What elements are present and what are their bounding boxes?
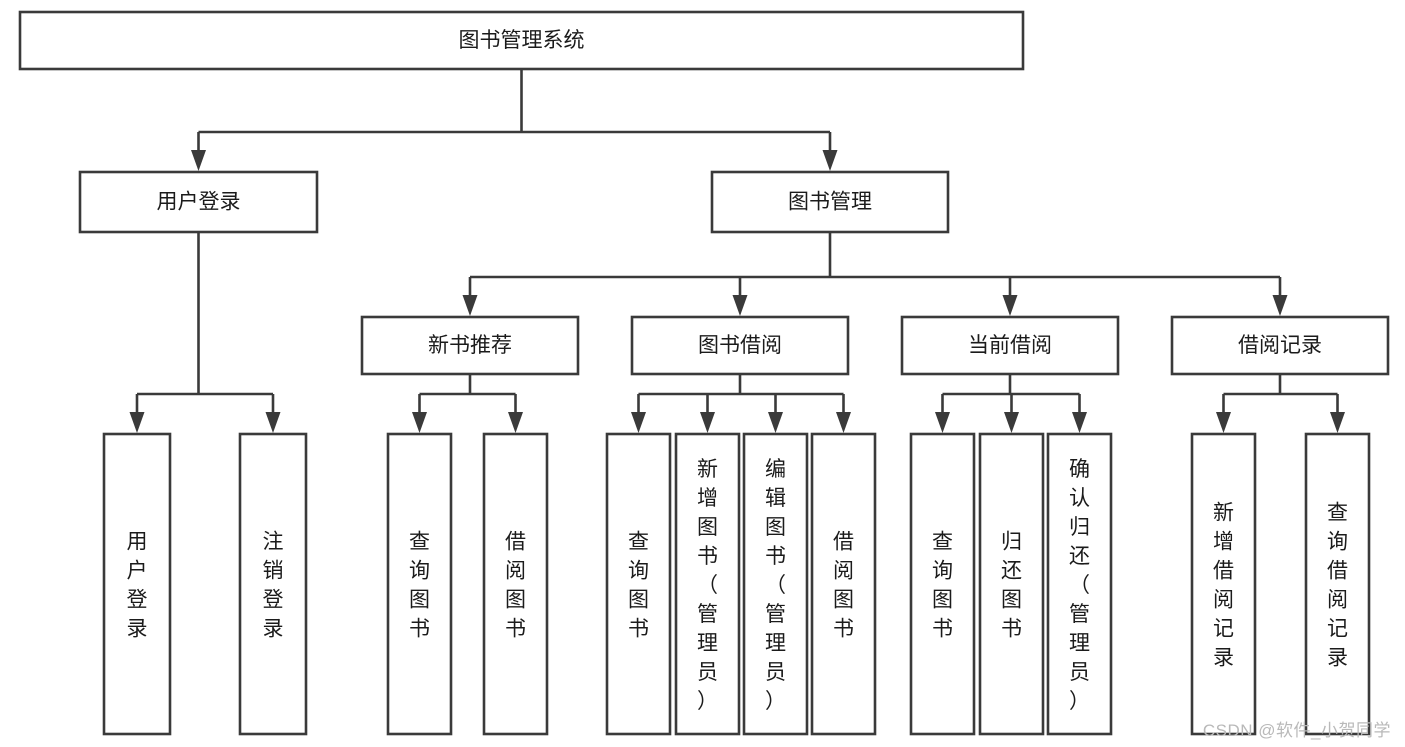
node-box-user-login[interactable]	[78, 170, 319, 234]
node-label-leaf-borrow-book-2: 借阅图书	[833, 531, 854, 641]
node-leaf-return-book[interactable]: 归还图书	[978, 432, 1045, 736]
arrow-head-icon	[508, 412, 523, 433]
connector-group-borrow-record	[1216, 374, 1345, 433]
node-label-leaf-confirm-return: 确认归还（管理员）	[1069, 458, 1090, 713]
node-label-book-borrow: 图书借阅	[698, 334, 782, 357]
arrow-head-icon	[1002, 295, 1018, 316]
node-box-leaf-edit-book[interactable]	[742, 432, 809, 736]
node-current-borrow[interactable]: 当前借阅	[900, 315, 1120, 376]
node-box-new-book-recommend[interactable]	[360, 315, 580, 376]
node-label-leaf-logout: 注销登录	[263, 531, 284, 641]
arrow-head-icon	[129, 412, 145, 433]
arrow-head-icon	[191, 150, 206, 171]
node-box-current-borrow[interactable]	[900, 315, 1120, 376]
node-box-leaf-query-book-3[interactable]	[909, 432, 976, 736]
node-label-leaf-borrow-book-1: 借阅图书	[505, 531, 526, 641]
node-box-root[interactable]	[18, 10, 1025, 71]
node-new-book-recommend[interactable]: 新书推荐	[360, 315, 580, 376]
node-box-leaf-logout[interactable]	[238, 432, 308, 736]
node-user-login[interactable]: 用户登录	[78, 170, 319, 234]
node-leaf-query-book-2[interactable]: 查询图书	[605, 432, 672, 736]
connector-group-book-borrow	[631, 374, 851, 433]
connector-group-root	[191, 69, 838, 171]
node-label-leaf-add-record: 新增借阅记录	[1213, 502, 1234, 670]
arrow-head-icon	[412, 412, 427, 433]
node-label-leaf-query-record: 查询借阅记录	[1327, 502, 1348, 670]
node-book-manage[interactable]: 图书管理	[710, 170, 950, 234]
node-leaf-add-book[interactable]: 新增图书（管理员）	[674, 432, 741, 736]
connector-group-user-login	[129, 232, 281, 433]
node-leaf-query-book-1[interactable]: 查询图书	[386, 432, 453, 736]
arrow-head-icon	[700, 412, 715, 433]
node-leaf-logout[interactable]: 注销登录	[238, 432, 308, 736]
connector-group-new-book-recommend	[412, 374, 523, 433]
node-label-leaf-user-login: 用户登录	[127, 531, 148, 641]
node-box-leaf-borrow-book-2[interactable]	[810, 432, 877, 736]
arrow-head-icon	[1330, 412, 1345, 433]
node-label-current-borrow: 当前借阅	[968, 334, 1052, 357]
node-box-leaf-add-record[interactable]	[1190, 432, 1257, 736]
node-label-leaf-query-book-2: 查询图书	[628, 531, 649, 641]
node-box-leaf-query-book-1[interactable]	[386, 432, 453, 736]
node-box-leaf-user-login[interactable]	[102, 432, 172, 736]
edges-layer	[129, 69, 1345, 433]
node-label-user-login: 用户登录	[157, 191, 241, 214]
arrow-head-icon	[822, 150, 838, 171]
node-box-leaf-query-record[interactable]	[1304, 432, 1371, 736]
node-leaf-borrow-book-2[interactable]: 借阅图书	[810, 432, 877, 736]
arrow-head-icon	[1072, 412, 1087, 433]
node-leaf-edit-book[interactable]: 编辑图书（管理员）	[742, 432, 809, 736]
arrow-head-icon	[768, 412, 783, 433]
arrow-head-icon	[732, 295, 748, 316]
node-leaf-confirm-return[interactable]: 确认归还（管理员）	[1046, 432, 1113, 736]
node-borrow-record[interactable]: 借阅记录	[1170, 315, 1390, 376]
node-box-book-borrow[interactable]	[630, 315, 850, 376]
node-leaf-query-record[interactable]: 查询借阅记录	[1304, 432, 1371, 736]
arrow-head-icon	[836, 412, 851, 433]
arrow-head-icon	[265, 412, 281, 433]
node-box-leaf-borrow-book-1[interactable]	[482, 432, 549, 736]
node-box-leaf-return-book[interactable]	[978, 432, 1045, 736]
arrow-head-icon	[1216, 412, 1231, 433]
node-leaf-borrow-book-1[interactable]: 借阅图书	[482, 432, 549, 736]
arrow-head-icon	[631, 412, 646, 433]
node-label-leaf-add-book: 新增图书（管理员）	[697, 458, 718, 713]
node-label-leaf-edit-book: 编辑图书（管理员）	[765, 458, 786, 713]
node-label-new-book-recommend: 新书推荐	[428, 334, 512, 357]
node-box-book-manage[interactable]	[710, 170, 950, 234]
node-box-borrow-record[interactable]	[1170, 315, 1390, 376]
node-label-leaf-query-book-3: 查询图书	[932, 531, 953, 641]
node-label-root: 图书管理系统	[459, 29, 585, 52]
node-label-leaf-return-book: 归还图书	[1001, 531, 1022, 641]
connector-group-current-borrow	[935, 374, 1087, 433]
node-label-borrow-record: 借阅记录	[1238, 334, 1322, 357]
node-leaf-user-login[interactable]: 用户登录	[102, 432, 172, 736]
node-box-leaf-confirm-return[interactable]	[1046, 432, 1113, 736]
node-leaf-query-book-3[interactable]: 查询图书	[909, 432, 976, 736]
watermark-text: CSDN @软件_小贺同学	[1202, 721, 1391, 740]
node-root[interactable]: 图书管理系统	[18, 10, 1025, 71]
arrow-head-icon	[1272, 295, 1288, 316]
node-label-book-manage: 图书管理	[788, 191, 872, 214]
node-label-leaf-query-book-1: 查询图书	[409, 531, 430, 641]
node-book-borrow[interactable]: 图书借阅	[630, 315, 850, 376]
connector-group-book-manage	[462, 232, 1288, 316]
node-box-leaf-query-book-2[interactable]	[605, 432, 672, 736]
arrow-head-icon	[935, 412, 950, 433]
nodes-layer: 图书管理系统用户登录图书管理新书推荐图书借阅当前借阅借阅记录用户登录注销登录查询…	[18, 10, 1390, 736]
node-box-leaf-add-book[interactable]	[674, 432, 741, 736]
arrow-head-icon	[462, 295, 478, 316]
node-leaf-add-record[interactable]: 新增借阅记录	[1190, 432, 1257, 736]
arrow-head-icon	[1004, 412, 1019, 433]
